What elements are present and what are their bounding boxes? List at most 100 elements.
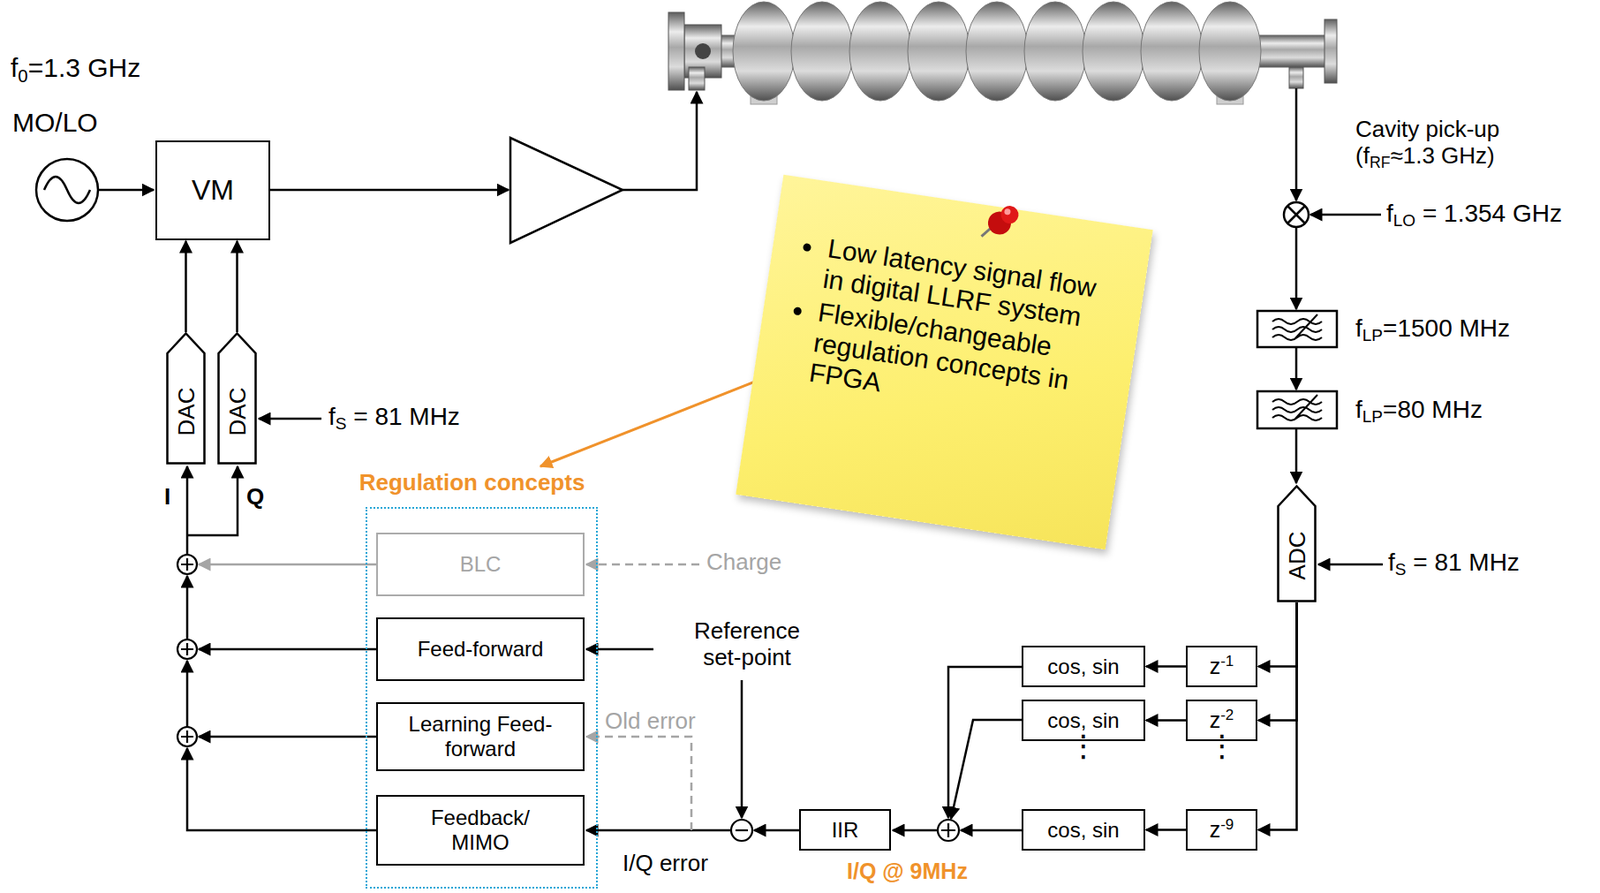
subtract-junction [731,819,753,841]
lowpass-filter-symbol [1257,391,1337,429]
lowpass-filter-symbol [1272,314,1322,340]
delay-box: z-9 [1185,808,1258,851]
cavity-illustration [1289,67,1304,89]
trig-box: cos, sin [1021,645,1146,687]
grey-wire [586,736,692,831]
signal-wire [198,648,377,651]
signal-wire [948,666,1022,818]
converter-label: ADC [1285,530,1309,580]
clock-label: S [335,414,348,433]
controller-box: Learning Feed-forward [376,701,585,771]
filter-label: fLP=1500 MHz [1355,314,1510,343]
converter-label: DAC [174,387,198,437]
connector [1146,718,1186,722]
signal-wire [186,575,189,640]
summing-junction [941,822,956,838]
summing-junction [181,558,194,571]
box-label: Feedback/ MIMO [422,805,538,854]
frequency-label: LO [1393,211,1416,230]
box-label: IIR [831,817,860,843]
summing-junction [177,726,197,747]
cavity-illustration [1324,19,1337,84]
cavity-illustration [966,1,1028,101]
amplifier-symbol [510,137,623,243]
source-label: MO/LO [12,107,99,139]
signal-wire [198,735,377,739]
connector [235,241,239,333]
signal-name: Old error [604,708,696,735]
frequency-label: 0 [17,66,28,86]
push-pin [977,199,1027,245]
box-label: Learning Feed-forward [382,711,579,761]
signal-wire [187,747,377,831]
signal-wire [754,829,800,832]
trig-box: cos, sin [1021,808,1146,851]
cavity-illustration [668,12,685,91]
summing-junction [181,730,194,743]
pickup-label: RF [1369,153,1391,172]
ellipsis-mark: ⋮ [1204,728,1240,763]
box-label: -2 [1220,706,1234,724]
filter-box: IIR [799,808,891,851]
signal-wire [1295,428,1299,484]
box-label: -1 [1220,652,1234,670]
push-pin [1003,208,1012,216]
signal-wire [960,829,1022,832]
oscillator-symbol [44,176,91,204]
box-label: BLC [460,551,502,577]
grey-wire [198,564,700,831]
filter-label: fLP=80 MHz [1355,395,1483,424]
filter-label: LP [1362,407,1383,426]
regulation-group: Regulation conceptsBLCFeed-forwardLearni… [328,467,616,891]
signal-name: I [164,483,171,511]
signal-wire [98,88,1383,831]
push-pin [999,204,1020,226]
connector [1258,602,1298,721]
box-label: z-1 [1209,653,1235,680]
adc-converter: ADC [1276,484,1317,603]
box-label: -9 [1220,815,1234,833]
converter-label: DAC [226,387,250,437]
connector [540,380,757,467]
signal-wire [622,91,697,190]
summing-junction [937,819,959,841]
lowpass-filter-symbol [1272,394,1322,421]
sticky-note: Low latency signal flow in digital LLRF … [735,174,1153,551]
grey-wire [586,563,700,567]
signal-name: Reference set-point [680,618,814,672]
filter-label: LP [1362,325,1383,345]
cavity-illustration [688,67,705,91]
cavity-illustration [1082,1,1145,101]
signal-wire [270,188,509,192]
amplifier-symbol [510,137,623,243]
cavity-illustration [1024,1,1087,101]
clock-label: fS = 81 MHz [1388,548,1520,577]
signal-wire [1295,347,1299,390]
subtract-junction [731,819,753,841]
signal-wire [586,829,732,832]
signal-wire [1310,213,1382,217]
subtract-junction [735,829,748,831]
mixer-symbol [1283,202,1309,227]
cavity-illustration [849,1,912,101]
ellipsis-mark: ⋮ [1065,728,1102,763]
cavity-illustration [694,43,711,60]
clock-label: S [1395,559,1407,579]
controller-box: Feed-forward [376,617,585,681]
rate-label: I/Q @ 9MHz [846,858,968,884]
delay-box: z-1 [1185,645,1258,687]
box-label: cos, sin [1047,654,1119,680]
signal-wire [892,829,938,832]
signal-wire [98,188,154,192]
signal-wire [1295,226,1299,310]
lowpass-filter-symbol [1257,310,1337,348]
signal-wire [186,660,189,727]
signal-name: Q [246,483,265,511]
summing-junction [177,554,197,574]
cavity-illustration [732,1,795,101]
cavity-illustration [907,1,970,101]
dac-converter: DAC [166,332,206,465]
signal-wire [258,417,322,421]
cavity-illustration [1199,1,1261,101]
